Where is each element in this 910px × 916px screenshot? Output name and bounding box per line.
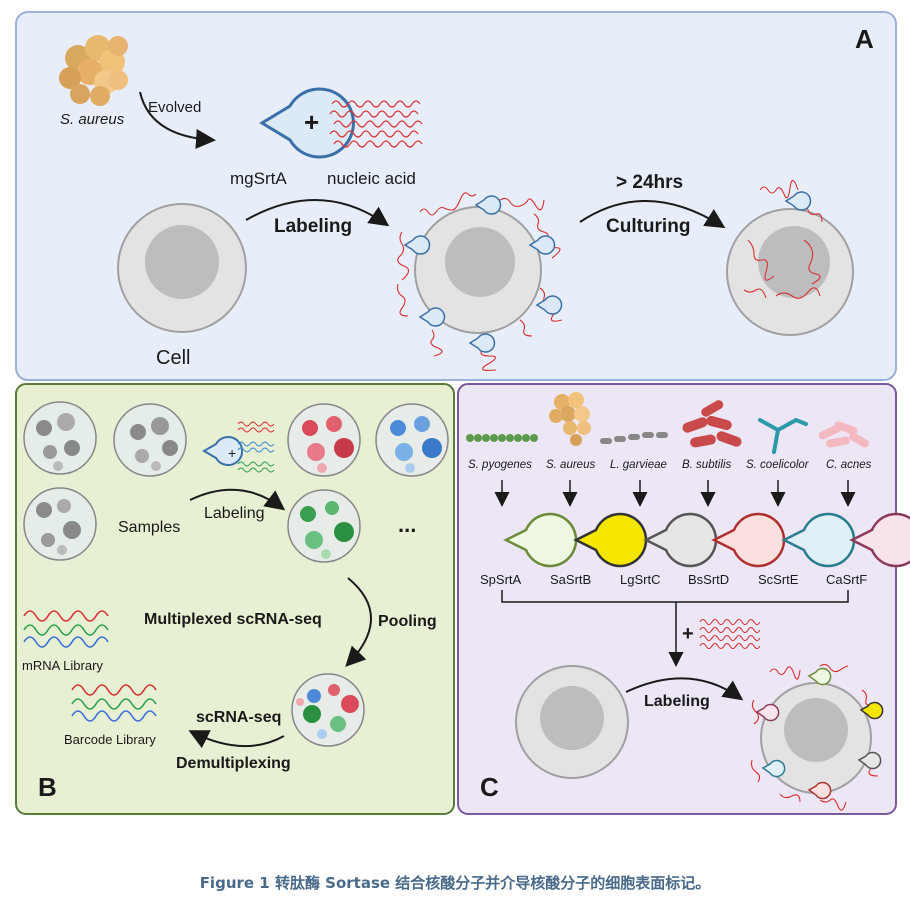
bssrtd-enzyme-icon <box>711 512 786 568</box>
organism-arrows <box>494 480 856 507</box>
sample-well-1-icon <box>23 401 97 475</box>
casrtf-enzyme-icon <box>849 512 910 568</box>
sample-well-2-icon <box>113 403 187 477</box>
panel-c-cell-icon <box>515 665 629 779</box>
green-labeled-well-icon <box>287 489 361 563</box>
culturing-label: Culturing <box>606 216 690 237</box>
organism-label-5: S. coelicolor <box>746 459 810 471</box>
enzyme-small-icon <box>202 436 244 466</box>
barcode-library-icon <box>71 684 157 722</box>
s-aureus-small-icon <box>549 392 591 446</box>
plus-sign: + <box>304 107 319 137</box>
enzyme-label-4: BsSrtD <box>688 572 729 587</box>
lgsrtc-enzyme-icon <box>643 512 718 568</box>
s-coelicolor-icon <box>758 417 808 454</box>
barcode-library-label: Barcode Library <box>64 732 156 747</box>
labeling-arrow <box>245 198 390 227</box>
b-labeling-arrow <box>189 488 286 511</box>
enzyme-label-3: LgSrtC <box>620 572 660 587</box>
panel-c-plus: + <box>682 623 694 645</box>
s-aureus-cluster-icon <box>59 35 128 106</box>
panel-a: A S. aureus Evolved mgSrtA + <box>15 11 897 381</box>
panel-c-labeling-arrow <box>625 677 744 701</box>
pooling-arrow <box>345 577 372 667</box>
panel-b: B + <box>15 383 455 815</box>
enzyme-label-5: ScSrtE <box>758 572 799 587</box>
sasrtb-enzyme-icon <box>573 512 648 568</box>
organism-label-4: B. subtilis <box>682 459 731 471</box>
pooling-label: Pooling <box>378 613 437 630</box>
mgsrta-enzyme-icon <box>259 87 355 159</box>
spsrta-enzyme-icon <box>503 512 578 568</box>
figure-caption: Figure 1 转肽酶 Sortase 结合核酸分子并介导核酸分子的细胞表面标… <box>199 874 711 892</box>
evolved-arrow <box>139 91 216 149</box>
enzyme-label: mgSrtA <box>230 169 287 188</box>
b-labeling-label: Labeling <box>204 505 265 522</box>
merge-bracket <box>501 590 849 603</box>
culturing-arrow <box>579 199 726 229</box>
red-labeled-well-icon <box>287 403 361 477</box>
l-garvieae-icon <box>600 432 668 444</box>
panel-c-labeling-label: Labeling <box>644 693 710 710</box>
ellipsis: ... <box>398 512 416 537</box>
c-acnes-icon <box>818 421 870 448</box>
scsrte-enzyme-icon <box>781 512 856 568</box>
panel-b-plus: + <box>228 445 236 461</box>
panel-c-labeled-cell-icon <box>750 663 884 811</box>
samples-label: Samples <box>118 519 180 536</box>
barcodes-icon <box>237 421 275 473</box>
panel-a-letter: A <box>855 24 874 54</box>
nucleic-acid-icon <box>329 100 423 148</box>
labeled-cell-icon <box>396 192 563 371</box>
source-label: S. aureus <box>60 111 125 128</box>
panel-c: C <box>457 383 910 815</box>
organism-label-1: S. pyogenes <box>468 459 532 471</box>
blue-labeled-well-icon <box>375 403 449 477</box>
enzyme-label-1: SpSrtA <box>480 572 522 587</box>
b-subtilis-icon <box>682 400 742 448</box>
mrna-library-label: mRNA Library <box>22 658 103 673</box>
demultiplexing-arrow <box>188 730 285 749</box>
organism-label-2: S. aureus <box>546 459 595 471</box>
cell-icon <box>117 203 247 333</box>
figure: A S. aureus Evolved mgSrtA + <box>15 11 910 815</box>
mrna-library-icon <box>23 610 109 648</box>
time-label: > 24hrs <box>616 172 683 193</box>
sample-well-3-icon <box>23 487 97 561</box>
scrna-label: scRNA-seq <box>196 709 281 726</box>
s-pyogenes-icon <box>466 434 538 442</box>
organism-label-3: L. garvieae <box>610 459 667 471</box>
multiplexed-label: Multiplexed scRNA-seq <box>144 611 322 628</box>
panel-c-nucleic-icon <box>699 619 761 649</box>
organism-label-6: C. acnes <box>826 459 872 471</box>
nucleic-acid-label: nucleic acid <box>327 169 416 188</box>
pooled-well-icon <box>291 673 365 747</box>
enzyme-label-2: SaSrtB <box>550 572 591 587</box>
labeling-label: Labeling <box>274 216 352 237</box>
panel-b-letter: B <box>38 772 57 802</box>
evolved-label: Evolved <box>148 99 201 116</box>
cell-label: Cell <box>156 347 190 369</box>
demultiplexing-label: Demultiplexing <box>176 755 291 772</box>
cultured-cell-icon <box>726 179 854 336</box>
panel-c-letter: C <box>480 772 499 802</box>
enzyme-label-6: CaSrtF <box>826 572 867 587</box>
